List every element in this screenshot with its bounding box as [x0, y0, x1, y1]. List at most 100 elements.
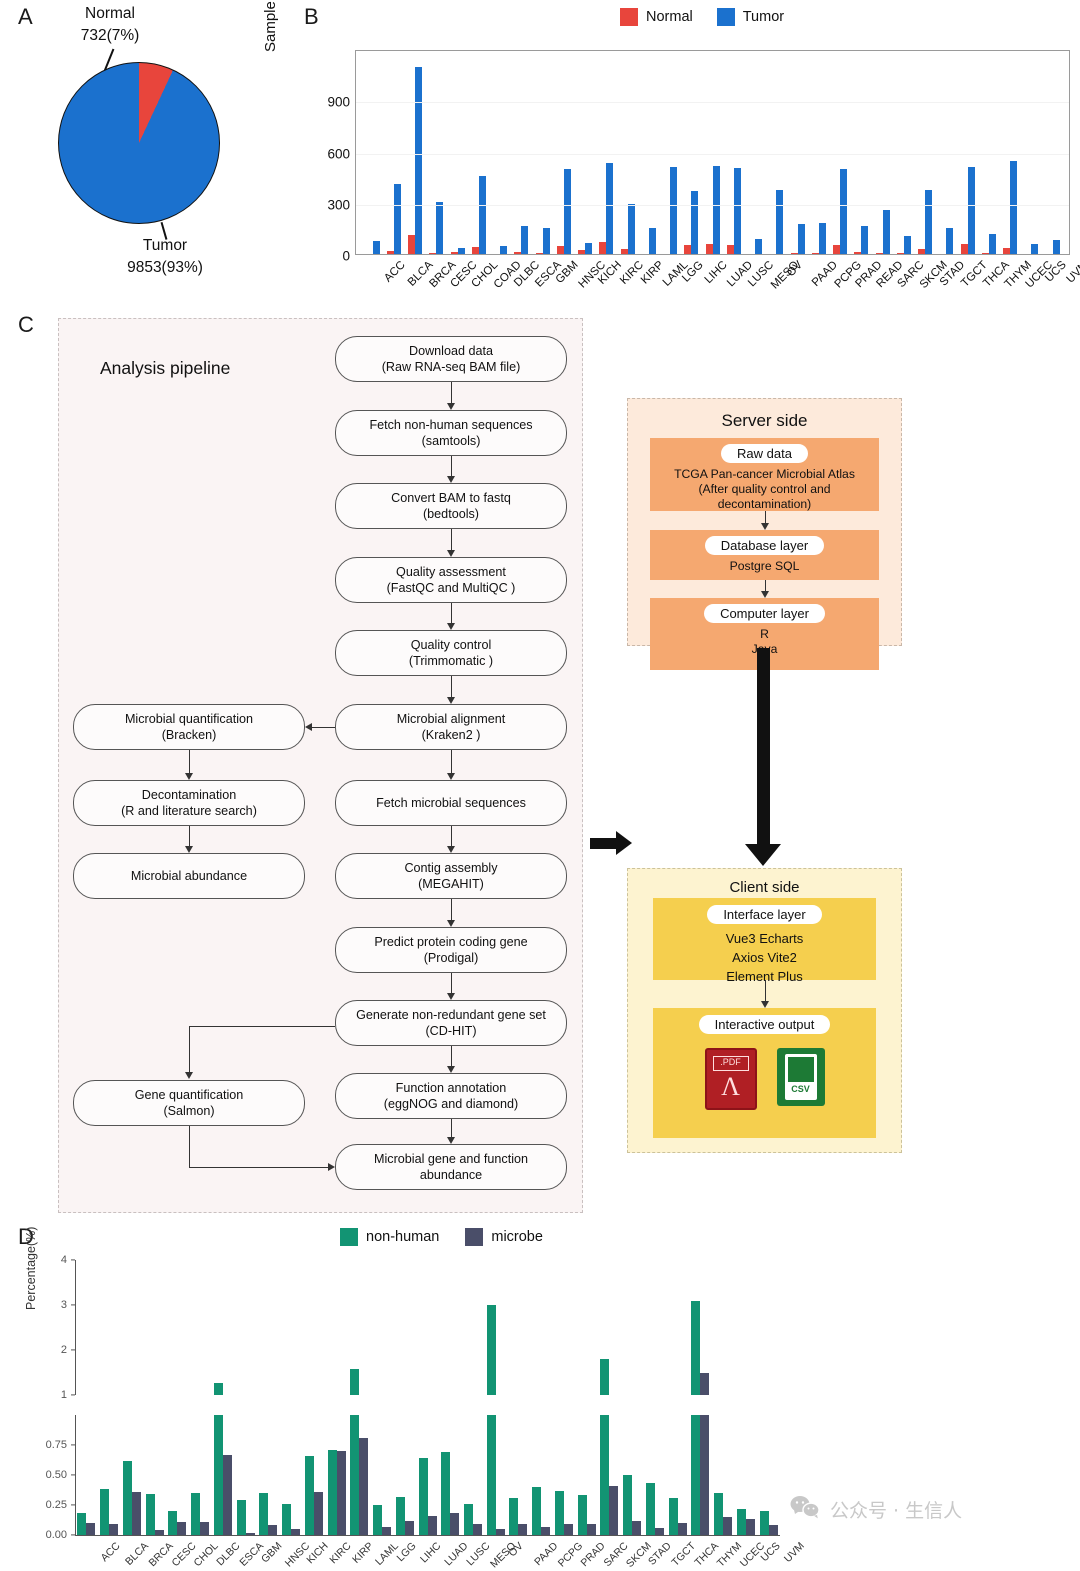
panel-c-letter: C: [18, 312, 34, 337]
pipeline-node-15[interactable]: Microbial abundance: [73, 853, 305, 899]
legend-swatch-icon: [465, 1228, 484, 1246]
bar-non-human-lower: [509, 1497, 519, 1535]
bar-group: [808, 51, 829, 254]
bar-group: [830, 51, 851, 254]
node-line-2: (bedtools): [422, 507, 479, 521]
node-line-2: (FastQC and MultiQC ): [386, 581, 516, 595]
bar-microbe-lower: [450, 1513, 460, 1535]
bar-tumor: [861, 225, 869, 254]
pipeline-node-7[interactable]: Fetch microbial sequences: [335, 780, 567, 826]
bar-microbe-lower: [382, 1526, 392, 1535]
bar-normal: [1003, 248, 1011, 254]
bar-microbe-lower: [291, 1529, 301, 1535]
pipeline-node-9[interactable]: Predict protein coding gene(Prodigal): [335, 927, 567, 973]
node-line-1: Microbial abundance: [130, 869, 248, 883]
bar-non-human-lower: [122, 1460, 132, 1535]
pipeline-node-2[interactable]: Fetch non-human sequences(samtools): [335, 410, 567, 456]
bar-tumor: [627, 204, 635, 254]
flow-arrow: [451, 529, 453, 551]
y-axis-tick-lower: 0.50: [45, 1469, 67, 1481]
x-axis-label: UVM: [781, 1540, 807, 1565]
bar-group: [915, 51, 936, 254]
bar-tumor: [606, 162, 614, 254]
genequant-to-abundance-arrow-head: [328, 1163, 335, 1171]
server-flow-arrow-head: [760, 523, 769, 530]
legend-item-tumor: Tumor: [716, 8, 785, 26]
csv-file-icon[interactable]: CSV: [776, 1048, 825, 1106]
pipeline-to-server-arrow-head: [616, 831, 632, 855]
node-line-2: (Kraken2 ): [421, 728, 481, 742]
pipeline-node-11[interactable]: Function annotation(eggNOG and diamond): [335, 1073, 567, 1119]
cdhit-to-genequant-arrow-head: [185, 1072, 193, 1079]
x-axis-label: KIRP: [349, 1540, 376, 1566]
x-axis-label: CESC: [169, 1540, 199, 1570]
bar-microbe-lower: [177, 1521, 187, 1535]
x-axis-label: BLCA: [123, 1540, 152, 1568]
pipeline-node-16[interactable]: Gene quantification(Salmon): [73, 1080, 305, 1126]
node-line-1: Fetch microbial sequences: [376, 796, 526, 810]
y-axis-tick-upper: 1: [60, 1389, 67, 1401]
bar-non-human-lower: [623, 1475, 633, 1535]
bar-normal: [960, 243, 968, 254]
pipeline-node-5[interactable]: Quality control(Trimmomatic ): [335, 630, 567, 676]
bar-tumor: [988, 233, 996, 254]
bar-microbe-lower: [86, 1523, 96, 1535]
bar-microbe-lower: [700, 1415, 710, 1535]
pipeline-node-6[interactable]: Microbial alignment(Kraken2 ): [335, 704, 567, 750]
bar-non-human-lower: [441, 1452, 451, 1535]
pipeline-node-10[interactable]: Generate non-redundant gene set(CD-HIT): [335, 1000, 567, 1046]
bar-microbe-lower: [518, 1524, 528, 1535]
pipeline-node-13[interactable]: Microbial quantification(Bracken): [73, 704, 305, 750]
pipeline-node-4[interactable]: Quality assessment(FastQC and MultiQC ): [335, 557, 567, 603]
bar-group: [681, 51, 702, 254]
client-card-pill: Interactive output: [698, 1015, 831, 1034]
server-to-client-arrow-stem: [757, 648, 770, 846]
pie-tumor-label: Tumor: [142, 237, 188, 254]
bar-tumor: [840, 168, 848, 254]
y-axis-tick-upper: 4: [60, 1254, 67, 1266]
node-line-1: Contig assembly: [404, 861, 498, 875]
bar-tumor: [457, 247, 465, 254]
bar-non-human-lower: [554, 1490, 564, 1535]
x-axis-label: PRAD: [578, 1540, 608, 1570]
pipeline-node-14[interactable]: Decontamination(R and literature search): [73, 780, 305, 826]
bar-non-human-lower: [145, 1494, 155, 1535]
y-tick-mark: [71, 1304, 75, 1306]
panel-b-bars: [356, 51, 1069, 254]
pipeline-node-8[interactable]: Contig assembly(MEGAHIT): [335, 853, 567, 899]
bar-non-human-lower: [77, 1513, 87, 1535]
bar-microbe-lower: [472, 1524, 482, 1535]
server-card-pill: Raw data: [721, 444, 808, 463]
bar-normal: [408, 234, 416, 254]
legend-label: Tumor: [742, 9, 785, 25]
wechat-watermark: 公众号 · 生信人: [790, 1495, 962, 1524]
flow-arrow-head: [447, 697, 455, 704]
bar-normal: [854, 252, 862, 254]
bar-normal: [918, 248, 926, 254]
pipeline-node-1[interactable]: Download data(Raw RNA-seq BAM file): [335, 336, 567, 382]
flow-arrow: [451, 603, 453, 624]
bar-group: [405, 51, 426, 254]
y-axis-tick-upper: 3: [60, 1299, 67, 1311]
y-tick-mark: [71, 1444, 75, 1446]
bar-microbe-lower: [336, 1451, 346, 1535]
legend-swatch-icon: [620, 8, 638, 26]
pipeline-node-3[interactable]: Convert BAM to fastq(bedtools): [335, 483, 567, 529]
panel-d-y-axis-label: Percentage(%): [24, 1226, 38, 1310]
y-axis-tick-upper: 2: [60, 1344, 67, 1356]
bar-normal: [535, 252, 543, 254]
bar-non-human-lower: [714, 1493, 724, 1535]
node-line-1: Fetch non-human sequences: [369, 418, 533, 432]
bar-group: [702, 51, 723, 254]
bar-non-human-lower: [691, 1415, 701, 1535]
x-axis-label: THYM: [715, 1540, 745, 1570]
x-axis-label: LGG: [394, 1540, 419, 1565]
bar-tumor: [670, 166, 678, 254]
